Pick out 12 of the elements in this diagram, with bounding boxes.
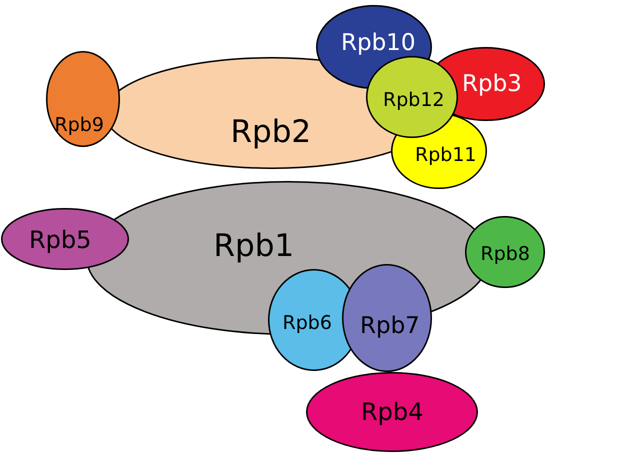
subunit-label: Rpb7	[360, 314, 420, 338]
subunit-label: Rpb6	[282, 314, 332, 332]
subunit-label: Rpb3	[462, 72, 522, 96]
subunit-label: Rpb12	[383, 90, 444, 110]
subunit-label: Rpb8	[480, 244, 530, 264]
subunit-label: Rpb10	[341, 32, 416, 54]
subunit-label: Rpb2	[230, 116, 312, 148]
subunit-label: Rpb4	[361, 400, 424, 424]
subunit-label: Rpb1	[214, 230, 294, 262]
subunit-label: Rpb5	[29, 228, 92, 252]
subunit-label: Rpb11	[415, 146, 476, 164]
subunit-label: Rpb9	[54, 116, 104, 134]
